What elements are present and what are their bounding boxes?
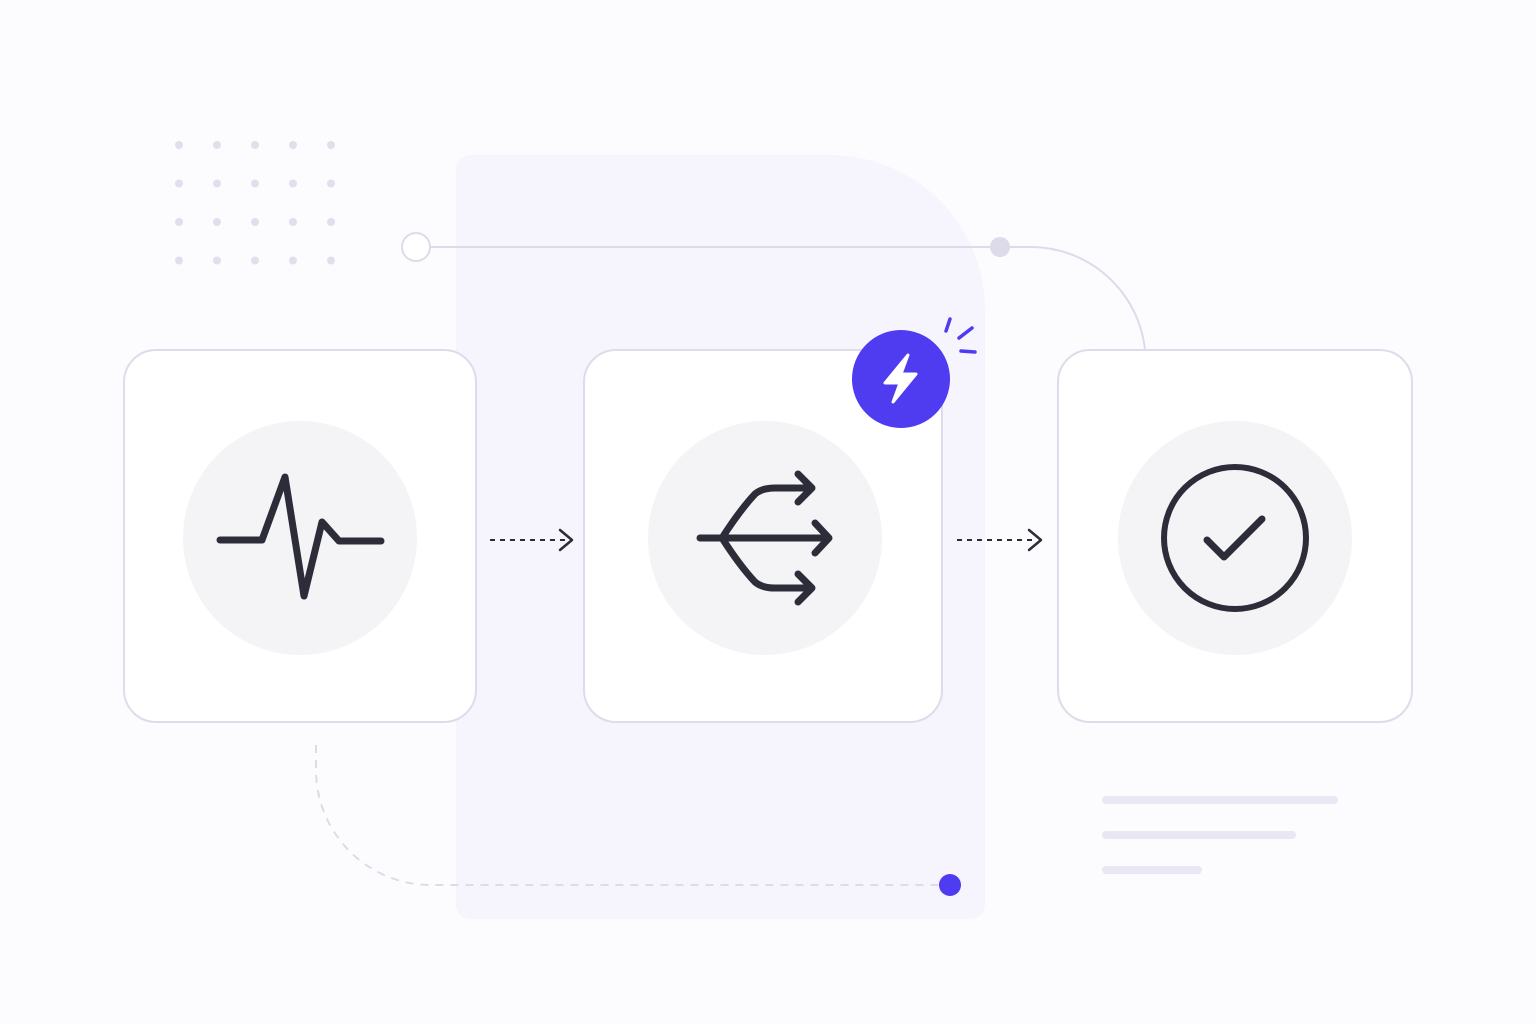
- top-connector: [401, 232, 1146, 351]
- grid-dot: [213, 218, 221, 226]
- split-arrows-icon: [696, 470, 833, 606]
- placeholder-text-lines: [1102, 796, 1338, 874]
- step-card-complete[interactable]: [1057, 349, 1413, 723]
- grid-dot: [175, 141, 183, 149]
- flow-arrow-1: [490, 528, 574, 552]
- grid-dot: [251, 256, 259, 265]
- icon-backdrop: [1118, 421, 1352, 655]
- grid-dot: [327, 141, 335, 149]
- grid-dot: [327, 179, 335, 188]
- step-card-monitor[interactable]: [123, 349, 477, 723]
- connector-end-dot: [939, 874, 961, 896]
- bottom-connector: [315, 745, 961, 896]
- check-circle-icon: [1161, 464, 1309, 612]
- pulse-icon: [216, 473, 385, 600]
- grid-dot: [289, 179, 297, 188]
- grid-dot: [175, 256, 183, 265]
- spark-lines: [944, 317, 977, 354]
- connector-start-node: [401, 232, 431, 262]
- dot-grid: [175, 141, 335, 265]
- grid-dot: [289, 141, 297, 149]
- connector-mid-node: [990, 237, 1010, 257]
- grid-dot: [327, 218, 335, 226]
- grid-dot: [289, 218, 297, 226]
- grid-dot: [213, 141, 221, 149]
- lightning-badge[interactable]: [852, 317, 977, 428]
- grid-dot: [289, 256, 297, 265]
- grid-dot: [251, 179, 259, 188]
- grid-dot: [327, 256, 335, 265]
- grid-dot: [213, 256, 221, 265]
- lightning-icon: [883, 353, 918, 404]
- grid-dot: [251, 141, 259, 149]
- grid-dot: [175, 218, 183, 226]
- icon-backdrop: [183, 421, 417, 655]
- grid-dot: [251, 218, 259, 226]
- step-card-route[interactable]: [583, 349, 943, 723]
- grid-dot: [175, 179, 183, 188]
- grid-dot: [213, 179, 221, 188]
- flow-arrow-2: [957, 528, 1043, 552]
